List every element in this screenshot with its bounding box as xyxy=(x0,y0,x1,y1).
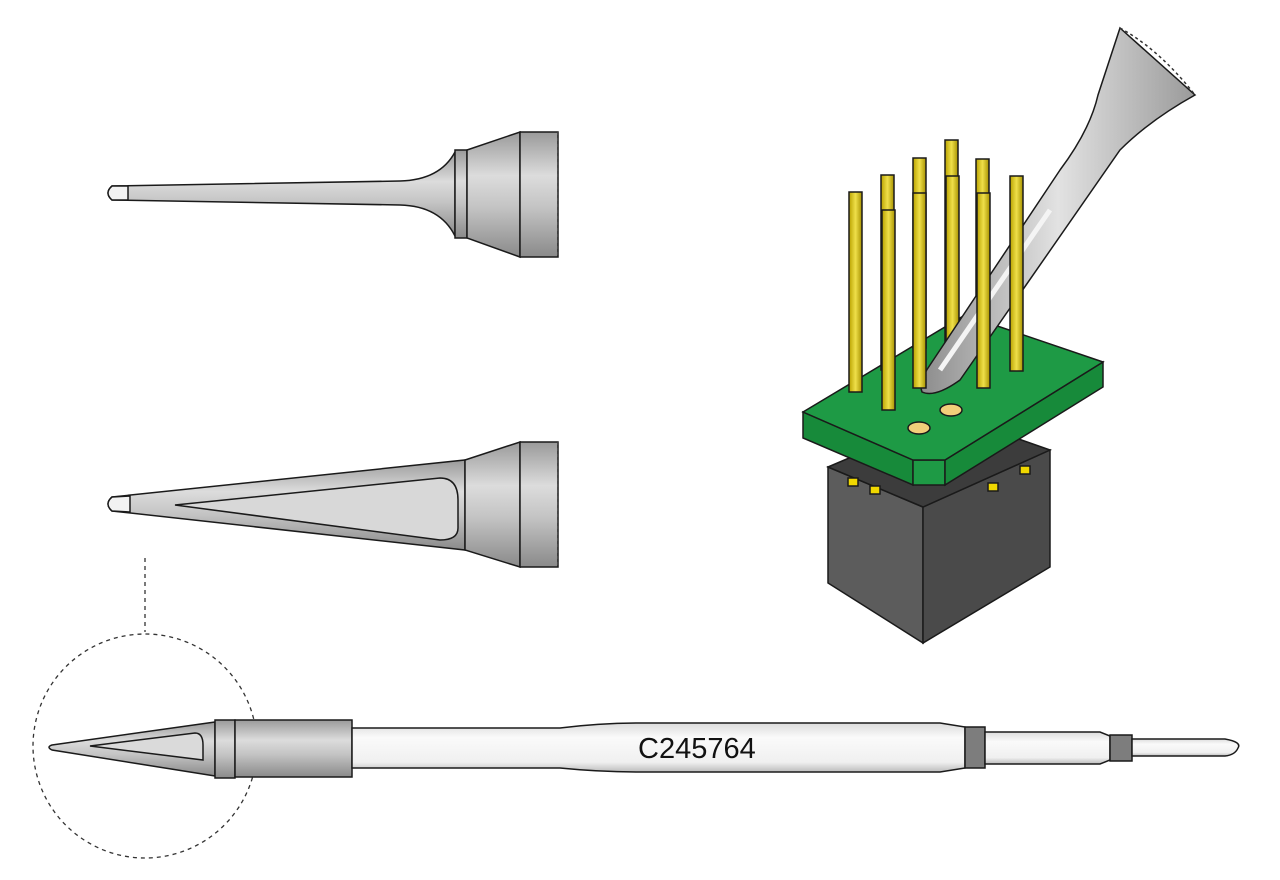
tip-sleeve-end xyxy=(519,441,559,568)
component-assembly xyxy=(801,26,1197,645)
cartridge-tip-bevel xyxy=(89,732,204,761)
tip-point xyxy=(107,495,131,513)
tip-sleeve-end xyxy=(519,131,559,258)
pin xyxy=(881,209,896,411)
pin xyxy=(976,192,991,389)
contact xyxy=(869,485,881,495)
cartridge-pin xyxy=(1131,738,1240,757)
cartridge-sleeve xyxy=(234,719,353,778)
contact xyxy=(987,482,999,492)
tip-view-side xyxy=(107,440,559,569)
iron-highlight xyxy=(937,208,1053,372)
contact xyxy=(1019,465,1031,475)
cartridge-band-small xyxy=(1109,734,1133,762)
tip-bevel-face xyxy=(174,477,459,541)
pin xyxy=(848,191,863,393)
tip-view-top xyxy=(107,130,559,259)
solder-pad xyxy=(907,421,931,435)
tip-needle xyxy=(107,151,456,237)
pcb-top xyxy=(801,314,1105,461)
pcb-chamfer-edge xyxy=(912,459,946,486)
tip-sleeve xyxy=(464,440,521,569)
pin xyxy=(912,192,927,389)
cartridge-neck xyxy=(984,731,1111,765)
solder-pad xyxy=(939,403,963,417)
tip-point xyxy=(107,185,129,201)
cartridge-collar xyxy=(214,719,236,779)
tip-collar xyxy=(454,149,468,239)
tip-sleeve xyxy=(466,130,521,259)
pin xyxy=(1009,175,1024,372)
header-pins-front xyxy=(848,175,1024,411)
cartridge-band xyxy=(964,726,986,769)
cartridge-full xyxy=(48,719,1240,779)
part-number-label: C245764 xyxy=(638,733,756,765)
contact xyxy=(847,477,859,487)
